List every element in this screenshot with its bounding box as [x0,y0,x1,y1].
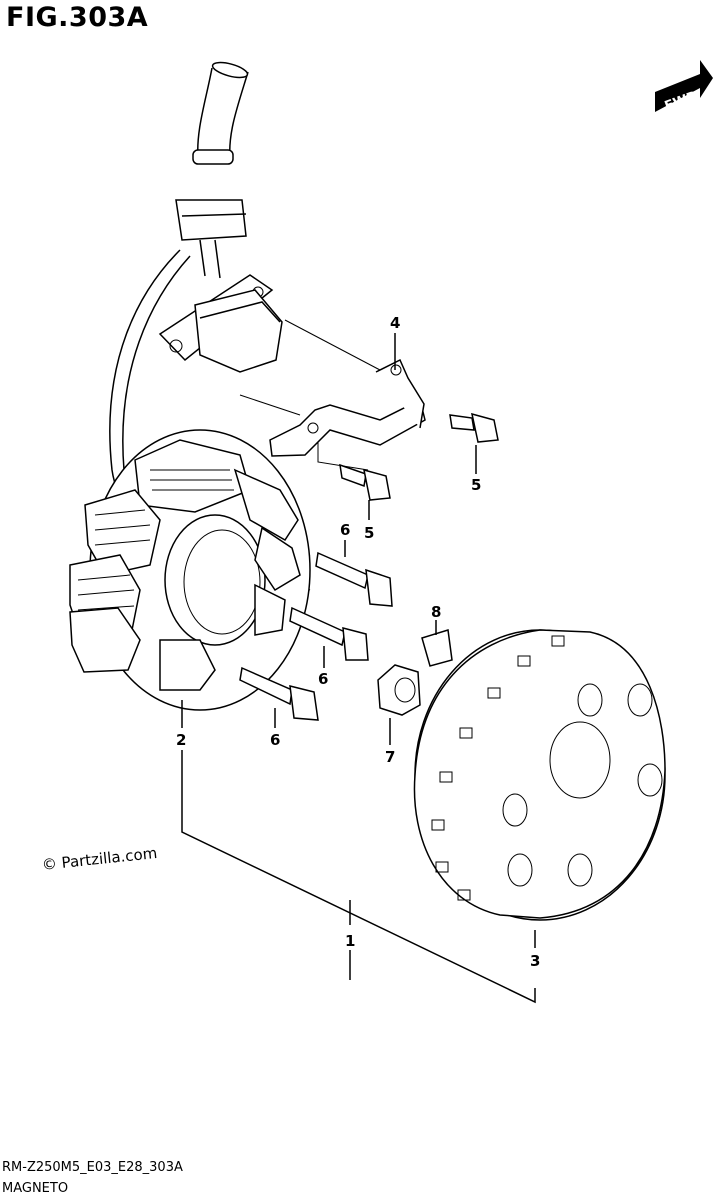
forward-arrow-icon: FWD [655,60,713,114]
drawing-name: MAGNETO [2,1181,69,1196]
figure-title: FIG.303A [6,2,149,33]
nut [377,664,421,716]
callout-3: 3 [530,952,540,970]
callout-8: 8 [431,603,441,621]
woodruff-key [421,629,453,667]
bracket [269,358,426,457]
bolt-6-bottom [239,666,319,721]
wire-harness [109,61,249,511]
drawing-code: RM-Z250M5_E03_E28_303A [2,1160,183,1175]
pulser-coil [158,274,283,373]
leader-lines [181,333,536,1004]
callout-6-top: 6 [340,521,350,539]
bolt-6-top [315,551,393,607]
stator [69,429,311,711]
callout-6-bottom: 6 [270,731,280,749]
rotor [413,629,666,921]
screw-5-upper [449,412,499,443]
screw-5-lower [339,463,391,501]
callout-5-upper: 5 [471,476,481,494]
callout-4: 4 [390,314,400,332]
callout-6-middle: 6 [318,670,328,688]
callout-7: 7 [385,748,395,766]
callout-2: 2 [176,731,186,749]
bolt-6-middle [289,606,369,661]
callout-1: 1 [345,932,355,950]
callout-5-lower: 5 [364,524,374,542]
